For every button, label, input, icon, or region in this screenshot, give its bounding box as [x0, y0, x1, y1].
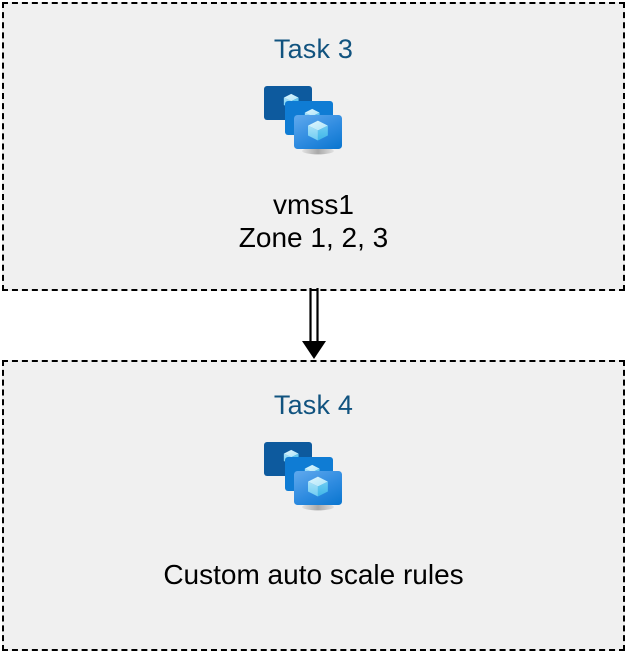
task4-labels: Custom auto scale rules [163, 558, 463, 591]
task3-labels: vmss1 Zone 1, 2, 3 [239, 188, 388, 254]
task3-label-line-2: Zone 1, 2, 3 [238, 222, 389, 254]
task-box-task4[interactable]: Task 4 [2, 360, 625, 651]
double-line-down-arrow-icon [294, 286, 334, 362]
azure-vm-scale-set-icon [262, 80, 366, 166]
task4-heading: Task 4 [273, 390, 354, 420]
task3-label-line-1: vmss1 [273, 189, 354, 220]
task3-heading: Task 3 [273, 34, 354, 64]
task-box-task3[interactable]: Task 3 [2, 2, 625, 291]
task4-label-line-1: Custom auto scale rules [163, 559, 464, 590]
azure-vm-scale-set-icon [262, 436, 366, 522]
